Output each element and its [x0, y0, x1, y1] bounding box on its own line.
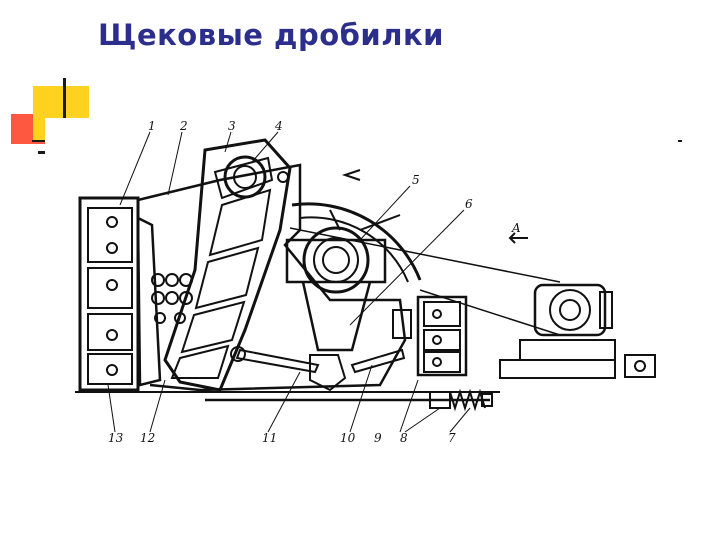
leader-lines: [107, 131, 471, 433]
eccentric-shaft-head: [223, 155, 289, 199]
label-part-3: 3: [228, 119, 236, 133]
frame-left-wall: [78, 196, 140, 392]
side-frame-body: [137, 163, 407, 392]
decor-vertical-line: [63, 78, 66, 134]
label-part-6: 6: [465, 197, 473, 211]
label-part-10: 10: [340, 431, 356, 445]
label-part-2: 2: [179, 119, 188, 133]
rotation-arrow: [341, 169, 361, 181]
label-part-9: 9: [374, 431, 382, 445]
label-part-12: 12: [140, 431, 155, 445]
electric-motor: [499, 283, 616, 379]
label-part-5: 5: [412, 173, 420, 187]
slide-title: Щековые дробилки: [98, 18, 444, 52]
drive-belt-upper: [289, 227, 561, 283]
connecting-rod: [301, 281, 372, 352]
label-part-4: 4: [274, 119, 283, 133]
motor-foot: [624, 354, 656, 378]
tension-rod-spring: [205, 388, 493, 412]
label-part-8: 8: [400, 431, 408, 445]
label-part-1: 1: [148, 119, 156, 133]
label-part-13: 13: [108, 431, 124, 445]
fixed-jaw-liner: [136, 215, 162, 387]
flywheel-inner-rim: [299, 216, 409, 283]
label-part-7: 7: [448, 431, 456, 445]
decor-tick: [38, 151, 46, 154]
toggle-plates: [230, 346, 406, 392]
label-part-11: 11: [262, 431, 277, 445]
jaw-crusher-drawing: 1 2 3 4 5 6 7 8 9 10 11 12 13 A: [45, 118, 678, 453]
flywheel-rim: [291, 202, 422, 281]
drive-belt-lower: [419, 289, 561, 336]
label-arrow-a: A: [511, 221, 521, 235]
main-bearing: [285, 226, 387, 294]
arrow-a: [508, 232, 528, 244]
